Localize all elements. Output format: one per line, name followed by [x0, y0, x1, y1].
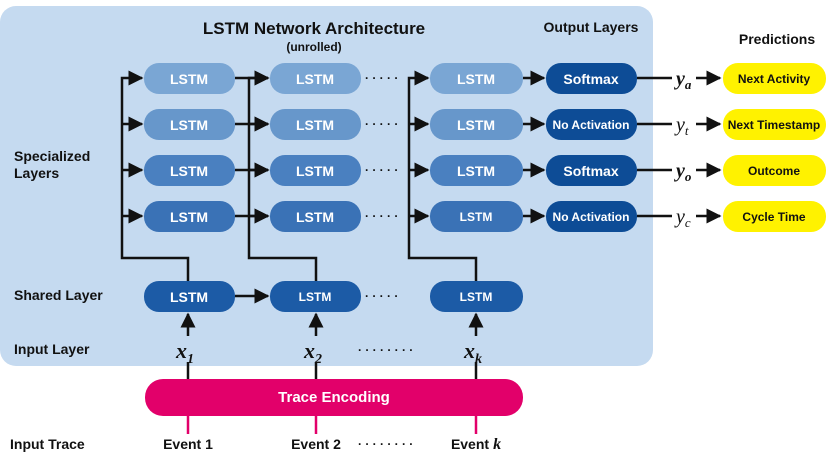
lstm-row-3: LSTM LSTM LSTM [144, 155, 523, 186]
ellipses: · · · · · · · · · · · · · · · · · · · · … [358, 71, 413, 451]
lstm-node-label: LSTM [170, 117, 208, 133]
lstm-node-label: LSTM [296, 163, 334, 179]
lstm-node [144, 201, 235, 232]
prediction-label: Next Timestamp [728, 118, 820, 132]
ellipsis-input: · · · · · · · · [358, 343, 413, 357]
activation-nodes: Softmax No Activation Softmax No Activat… [546, 63, 637, 232]
lstm-node-label: LSTM [296, 71, 334, 87]
lstm-shared-row: LSTM LSTM LSTM [144, 281, 523, 312]
activation-node [546, 109, 637, 140]
lstm-node-label: LSTM [170, 71, 208, 87]
activation-node [546, 155, 637, 186]
prediction-label: Outcome [748, 164, 800, 178]
input-trace-label: Input Trace [10, 436, 85, 452]
output-var-yc: yc [674, 206, 691, 230]
ellipsis-r4: · · · · · [365, 209, 398, 223]
shared-layer-label: Shared Layer [14, 287, 103, 303]
activation-label: Softmax [563, 71, 618, 87]
prediction-label: Next Activity [738, 72, 811, 86]
lstm-row-4: LSTM LSTM LSTM [144, 201, 523, 232]
lstm-node [430, 155, 523, 186]
lstm-node [144, 155, 235, 186]
lstm-node [144, 109, 235, 140]
lstm-node [430, 281, 523, 312]
activation-label: No Activation [553, 210, 630, 224]
output-var-yt: yt [674, 114, 689, 138]
lstm-node-label: LSTM [457, 71, 495, 87]
lstm-node [270, 155, 361, 186]
predictions-label: Predictions [739, 31, 815, 47]
trace-encoding-label: Trace Encoding [278, 389, 390, 406]
ellipsis-events: · · · · · · · · [358, 437, 413, 451]
lstm-node [430, 63, 523, 94]
prediction-label: Cycle Time [742, 210, 805, 224]
activation-label: Softmax [563, 163, 618, 179]
input-var-x2: x2 [303, 338, 322, 367]
lstm-node-label: LSTM [460, 290, 493, 304]
route-col1 [120, 70, 190, 282]
ellipsis-r2: · · · · · [365, 117, 398, 131]
specialized-layers-label: Specialized [14, 148, 90, 164]
ellipsis-r3: · · · · · [365, 163, 398, 177]
route-col3 [407, 70, 478, 282]
prediction-node [723, 201, 826, 232]
lstm-node-label: LSTM [170, 209, 208, 225]
event-2: Event 2 [291, 436, 341, 452]
ellipsis-shared: · · · · · [365, 289, 398, 303]
input-layer-label: Input Layer [14, 341, 90, 357]
input-variables: x1 x2 xk [175, 338, 482, 367]
prediction-node [723, 109, 826, 140]
lstm-node [270, 201, 361, 232]
prediction-node [723, 155, 826, 186]
lstm-node [270, 109, 361, 140]
event-1: Event 1 [163, 436, 213, 452]
lstm-node [144, 63, 235, 94]
activation-label: No Activation [553, 118, 630, 132]
lstm-node [430, 201, 523, 232]
lstm-node-label: LSTM [296, 209, 334, 225]
activation-node [546, 201, 637, 232]
activation-node [546, 63, 637, 94]
event-connectors [186, 416, 478, 434]
lstm-node-label: LSTM [296, 117, 334, 133]
lstm-node-label: LSTM [457, 163, 495, 179]
output-variables: ya yt yo yc [674, 68, 692, 230]
input-var-xk: xk [463, 338, 482, 367]
ellipsis-r1: · · · · · [365, 71, 398, 85]
lstm-node-label: LSTM [170, 289, 208, 305]
lstm-node [270, 281, 361, 312]
lstm-node-label: LSTM [299, 290, 332, 304]
prediction-node [723, 63, 826, 94]
lstm-node [144, 281, 235, 312]
specialized-layers-label-2: Layers [14, 165, 59, 181]
lstm-row-1: LSTM LSTM LSTM [144, 63, 523, 94]
prediction-nodes: Next Activity Next Timestamp Outcome Cyc… [723, 63, 826, 232]
lstm-node-label: LSTM [460, 210, 493, 224]
trace-encoding-bar [145, 379, 523, 416]
lstm-node-label: LSTM [457, 117, 495, 133]
connectors [120, 70, 722, 380]
output-var-ya: ya [674, 68, 692, 92]
lstm-node [270, 63, 361, 94]
diagram-title: LSTM Network Architecture [203, 19, 425, 38]
lstm-node-label: LSTM [170, 163, 208, 179]
lstm-row-2: LSTM LSTM LSTM [144, 109, 523, 140]
lstm-node [430, 109, 523, 140]
input-var-x1: x1 [175, 338, 194, 367]
output-layers-label: Output Layers [544, 19, 639, 35]
output-var-yo: yo [674, 160, 692, 184]
diagram-subtitle: (unrolled) [286, 40, 341, 54]
